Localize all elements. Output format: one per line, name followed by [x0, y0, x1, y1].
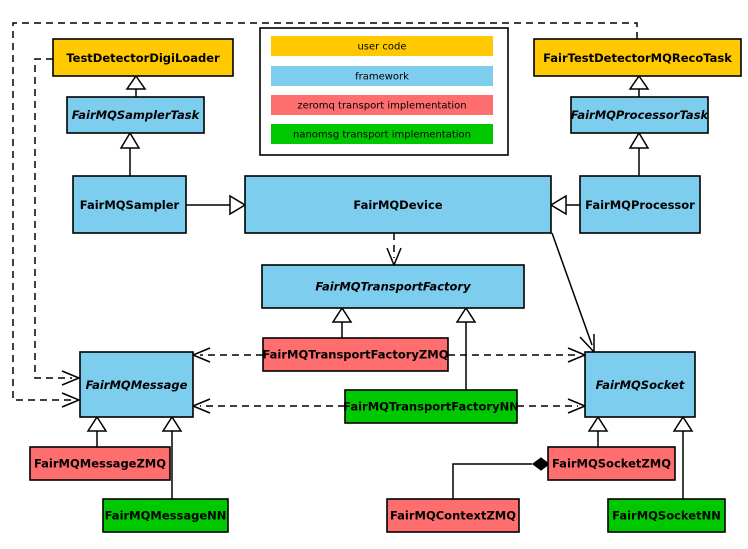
class-node-fairmqsocket[interactable]: FairMQSocket: [584, 351, 696, 418]
legend-item-framework: framework: [271, 66, 493, 86]
class-node-fairmqprocessortask[interactable]: FairMQProcessorTask: [570, 96, 710, 134]
node-box: [261, 264, 525, 309]
edge-tfzmq-to-socket: [448, 347, 587, 363]
class-node-fairmqmessagezmq[interactable]: FairMQMessageZMQ: [29, 446, 171, 481]
node-label-fairmqdevice: FairMQDevice: [353, 198, 442, 212]
edge-samplertask-to-digiloader: [125, 74, 147, 97]
node-box: [344, 389, 518, 424]
node-label-fairtestdetectormqrecotask: FairTestDetectorMQRecoTask: [543, 51, 732, 65]
edge-socketzmq-to-socket: [587, 415, 609, 447]
edge-socketnn-to-socket: [672, 415, 694, 499]
node-label-fairmqtransportfactory: FairMQTransportFactory: [315, 280, 471, 294]
legend-item-zeromq: zeromq transport implementation: [271, 95, 493, 115]
node-box: [533, 38, 742, 77]
legend-label-framework: framework: [355, 72, 409, 83]
edge-digiloader-to-message: [34, 58, 81, 386]
edge-messagezmq-to-message: [86, 415, 108, 447]
legend-label-nanomsg: nanomsg transport implementation: [293, 130, 471, 141]
edge-layer: [12, 22, 694, 499]
legend-item-nanomsg: nanomsg transport implementation: [271, 124, 493, 144]
node-label-fairmqsampler: FairMQSampler: [80, 198, 180, 212]
class-node-fairmqmessage[interactable]: FairMQMessage: [79, 351, 194, 418]
node-box: [79, 351, 194, 418]
edge-tfnn-to-socket: [517, 398, 587, 414]
node-label-fairmqprocessortask: FairMQProcessorTask: [571, 108, 710, 122]
edge-tfnn-to-message: [191, 398, 345, 414]
legend-label-zeromq: zeromq transport implementation: [297, 101, 466, 112]
edge-messagenn-to-message: [161, 415, 183, 499]
node-box: [262, 337, 449, 372]
class-node-fairmqtransportfactoryzmq[interactable]: FairMQTransportFactoryZMQ: [262, 337, 449, 372]
node-box: [570, 96, 709, 134]
legend-item-user-code: user code: [271, 36, 493, 56]
class-node-fairmqsocketzmq[interactable]: FairMQSocketZMQ: [547, 446, 676, 481]
legend-label-user-code: user code: [357, 42, 406, 53]
class-node-fairmqcontextzmq[interactable]: FairMQContextZMQ: [386, 498, 520, 533]
node-label-fairmqmessagenn: FairMQMessageNN: [105, 509, 227, 523]
node-label-testdetectordigiloader: TestDetectorDigiLoader: [66, 51, 220, 65]
node-box: [584, 351, 696, 418]
class-node-testdetectordigiloader[interactable]: TestDetectorDigiLoader: [52, 38, 234, 77]
node-box: [102, 498, 229, 533]
node-label-fairmqsocket: FairMQSocket: [596, 378, 685, 392]
node-layer: TestDetectorDigiLoader FairTestDetectorM…: [29, 38, 742, 533]
class-node-fairmqtransportfactorynn[interactable]: FairMQTransportFactoryNN: [343, 389, 519, 424]
node-box: [66, 96, 205, 134]
node-box: [579, 175, 701, 234]
node-label-fairmqmessagezmq: FairMQMessageZMQ: [34, 457, 166, 471]
node-label-fairmqsocketzmq: FairMQSocketZMQ: [552, 457, 671, 471]
edge-processortask-to-recotask: [628, 74, 650, 97]
edge-device-to-socket: [551, 232, 595, 354]
node-label-fairmqsocketnn: FairMQSocketNN: [612, 509, 721, 523]
node-box: [52, 38, 234, 77]
edge-tfnn-to-transportfactory: [455, 306, 477, 390]
legend-swatch-zeromq: [271, 95, 493, 115]
edge-contextzmq-to-socketzmq: [452, 457, 550, 499]
legend-swatch-nanomsg: [271, 124, 493, 144]
node-label-fairmqmessage: FairMQMessage: [86, 378, 188, 392]
edge-sampler-to-samplertask: [119, 131, 141, 176]
node-box: [386, 498, 520, 533]
class-node-fairmqtransportfactory[interactable]: FairMQTransportFactory: [261, 264, 525, 309]
node-box: [244, 175, 552, 234]
edge-sampler-to-device: [186, 194, 247, 216]
class-node-fairmqsampler[interactable]: FairMQSampler: [72, 175, 187, 234]
class-node-fairmqprocessor[interactable]: FairMQProcessor: [579, 175, 701, 234]
edge-tfzmq-to-message: [191, 347, 263, 363]
node-label-fairmqsamplertask: FairMQSamplerTask: [72, 108, 201, 122]
edge-recotask-to-message: [12, 22, 638, 408]
node-box: [29, 446, 171, 481]
node-box: [72, 175, 187, 234]
edge-processor-to-device: [549, 194, 580, 216]
edge-device-to-transportfactory: [386, 233, 402, 267]
node-label-fairmqprocessor: FairMQProcessor: [585, 198, 695, 212]
edge-tfzmq-to-transportfactory: [331, 306, 353, 338]
legend: user code framework zeromq transport imp…: [259, 27, 509, 156]
node-box: [607, 498, 726, 533]
legend-swatch-framework: [271, 66, 493, 86]
class-node-fairmqmessagenn[interactable]: FairMQMessageNN: [102, 498, 229, 533]
node-label-fairmqtransportfactoryzmq: FairMQTransportFactoryZMQ: [262, 348, 448, 362]
class-node-fairmqdevice[interactable]: FairMQDevice: [244, 175, 552, 234]
class-node-fairtestdetectormqrecotask[interactable]: FairTestDetectorMQRecoTask: [533, 38, 742, 77]
node-label-fairmqcontextzmq: FairMQContextZMQ: [390, 509, 516, 523]
node-box: [547, 446, 676, 481]
class-node-fairmqsocketnn[interactable]: FairMQSocketNN: [607, 498, 726, 533]
class-node-fairmqsamplertask[interactable]: FairMQSamplerTask: [66, 96, 205, 134]
node-label-fairmqtransportfactorynn: FairMQTransportFactoryNN: [343, 400, 519, 414]
edge-processor-to-processortask: [628, 131, 650, 176]
legend-swatch-user-code: [271, 36, 493, 56]
